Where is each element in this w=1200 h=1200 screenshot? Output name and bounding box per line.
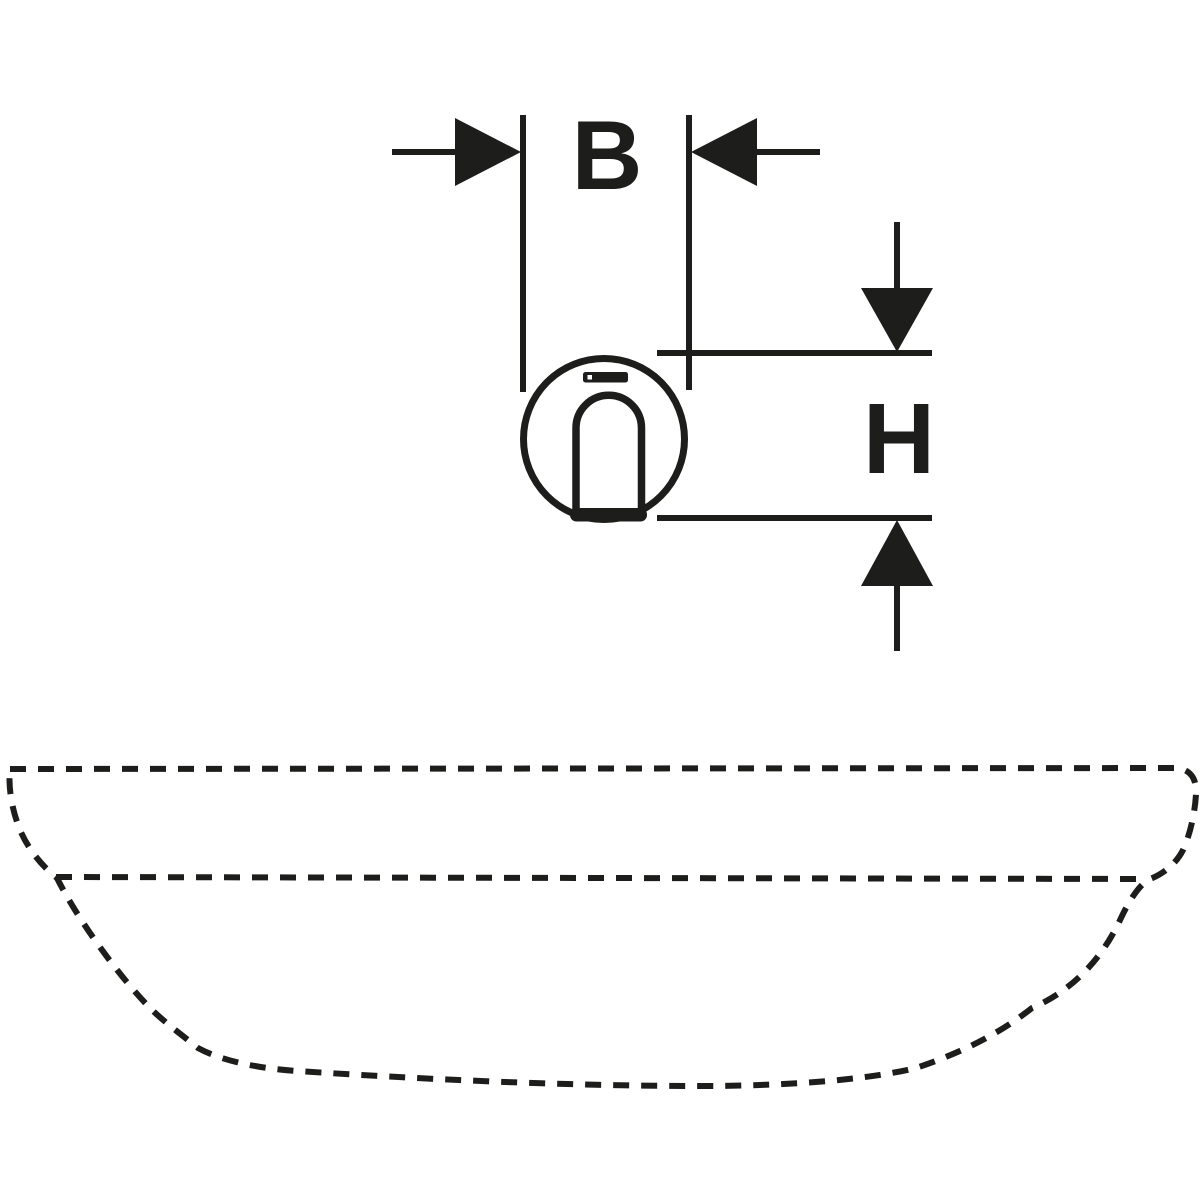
width-dimension-label: B (572, 100, 643, 210)
faucet-body-circle (520, 355, 688, 523)
basin-outline (6, 765, 1200, 1089)
faucet-base-bar (570, 508, 647, 522)
height-dimension: H (657, 222, 935, 651)
height-dimension-label: H (863, 383, 935, 495)
faucet-slot-notch (587, 375, 592, 380)
basin-inner-rim-line (55, 874, 1149, 882)
arrow-down-icon (861, 288, 933, 352)
basin-outer-edge (6, 765, 1200, 1089)
faucet-spout-outline (572, 391, 646, 514)
arrow-left-icon (691, 118, 757, 186)
arrow-up-icon (861, 520, 933, 586)
faucet-icon (520, 355, 688, 523)
arrow-right-icon (455, 118, 521, 186)
faucet-slot (583, 372, 628, 383)
width-dimension: B (392, 100, 820, 392)
